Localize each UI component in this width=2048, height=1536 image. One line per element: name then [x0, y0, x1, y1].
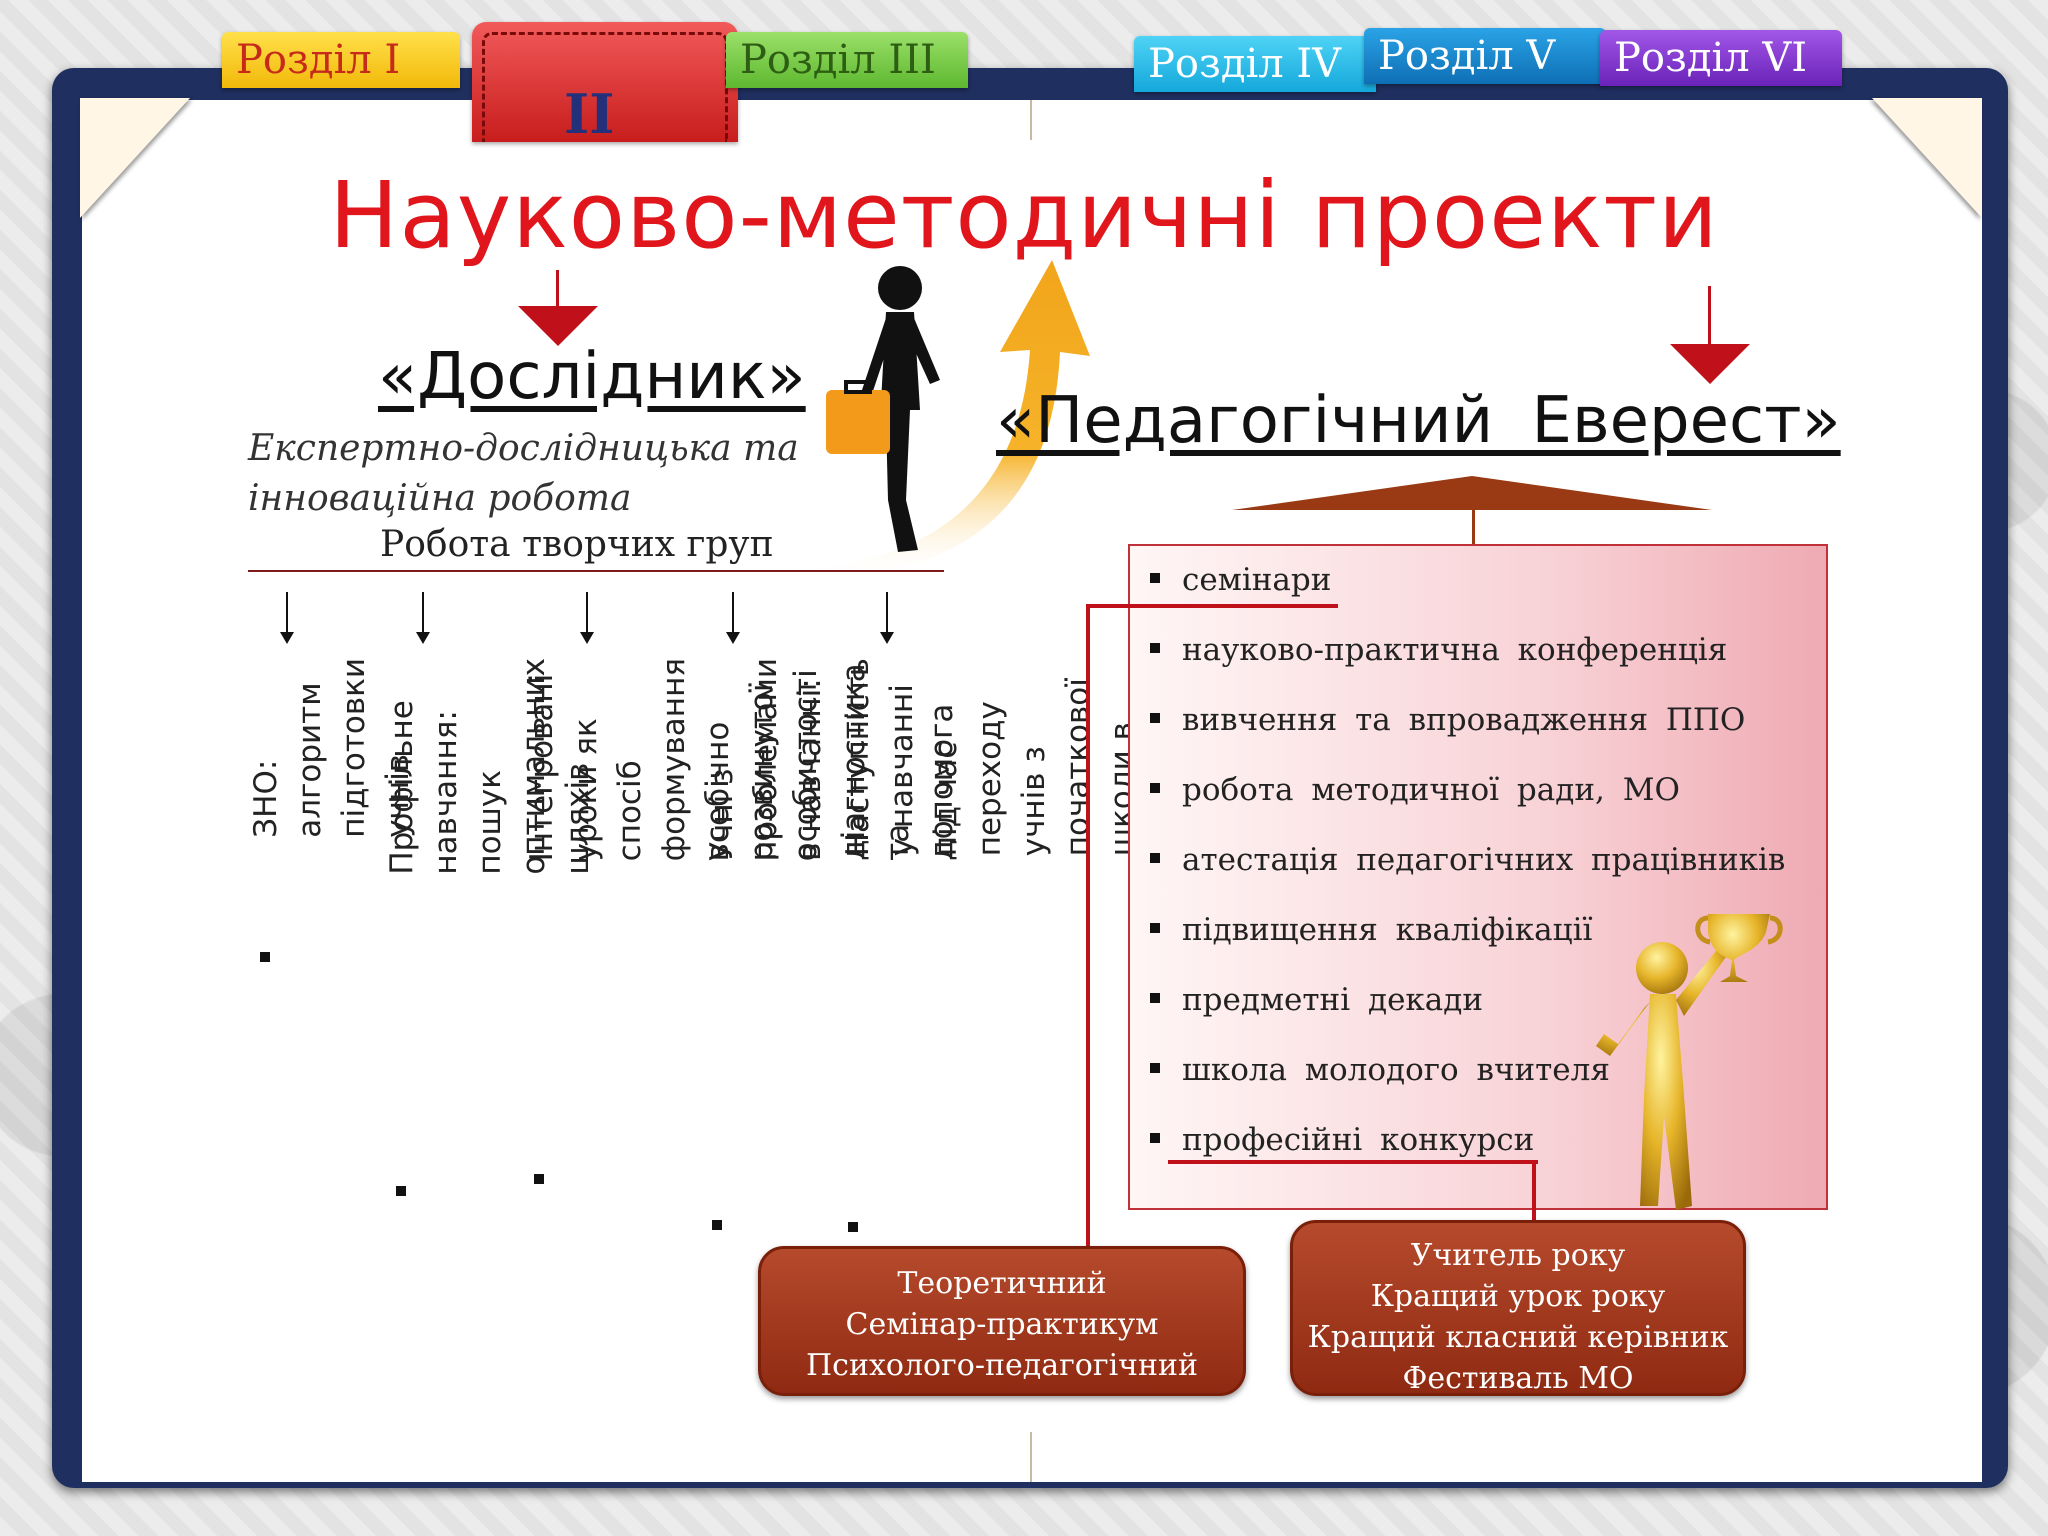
- down-arrow-icon: [422, 592, 424, 636]
- list-item: школа молодого вчителя: [1148, 1050, 1826, 1120]
- list-item: вивчення та впровадження ППО: [1148, 700, 1826, 770]
- expert-research-subtitle: Експертно-дослідницька та інноваційна ро…: [248, 424, 799, 524]
- tab-section-2-label: ІІ: [564, 82, 615, 146]
- bullet-icon: [260, 952, 270, 962]
- tab-section-3[interactable]: Розділ III: [726, 32, 968, 88]
- list-item: робота методичної ради, МО: [1148, 770, 1826, 840]
- down-arrow-head: [416, 632, 430, 644]
- down-arrow-head: [280, 632, 294, 644]
- down-arrow-icon: [732, 592, 734, 636]
- everest-heading: «Педагогічний Еверест»: [996, 384, 1841, 458]
- page-corner-right: [1872, 98, 1982, 218]
- page-corner-left: [80, 98, 190, 218]
- seminar-type: Семінар-практикум: [845, 1307, 1159, 1342]
- list-item: предметні декади: [1148, 980, 1826, 1050]
- contests-underline: [1168, 1160, 1538, 1164]
- seminar-types-box: Теоретичний Семінар-практикум Психолого-…: [758, 1246, 1246, 1396]
- subtitle-line-1: Експертно-дослідницька та: [248, 428, 799, 469]
- list-item: науково-практична конференція: [1148, 630, 1826, 700]
- down-arrow-head: [580, 632, 594, 644]
- paper-seam-bottom: [1030, 1432, 1032, 1482]
- divider-line: [248, 570, 944, 572]
- tab-section-2[interactable]: ІІ: [472, 22, 738, 142]
- down-arrow-icon: [586, 592, 588, 636]
- down-arrow-icon: [886, 592, 888, 636]
- golden-figure-trophy-icon: [1596, 914, 1783, 1210]
- seminars-underline: [1090, 604, 1338, 608]
- arrow-down-icon: [518, 306, 598, 346]
- arrow-right-stem: [1708, 286, 1711, 346]
- seminars-connector: [1086, 604, 1090, 1250]
- contest-type: Кращий класний керівник: [1307, 1320, 1729, 1355]
- activities-list: семінари науково-практична конференція в…: [1130, 546, 1826, 1190]
- list-item: атестація педагогічних працівників: [1148, 840, 1826, 910]
- bullet-icon: [848, 1222, 858, 1232]
- creative-groups-label: Робота творчих груп: [380, 524, 774, 565]
- arrow-down-icon: [1670, 344, 1750, 384]
- seminar-type: Теоретичний: [897, 1266, 1107, 1301]
- down-arrow-head: [880, 632, 894, 644]
- roof-stem: [1472, 508, 1475, 544]
- list-item: семінари: [1148, 560, 1826, 630]
- list-item: підвищення кваліфікації: [1148, 910, 1826, 980]
- tab-section-6[interactable]: Розділ VI: [1600, 30, 1842, 86]
- contest-types-box: Учитель року Кращий урок року Кращий кла…: [1290, 1220, 1746, 1396]
- contest-type: Кращий урок року: [1370, 1279, 1666, 1314]
- bullet-icon: [712, 1220, 722, 1230]
- bullet-icon: [396, 1186, 406, 1196]
- paper-seam-top: [1030, 100, 1032, 140]
- down-arrow-icon: [286, 592, 288, 636]
- activities-box: семінари науково-практична конференція в…: [1128, 544, 1828, 1210]
- down-arrow-head: [726, 632, 740, 644]
- bullet-icon: [534, 1174, 544, 1184]
- seminar-type: Психолого-педагогічний: [806, 1348, 1198, 1383]
- tab-section-1[interactable]: Розділ I: [222, 32, 460, 88]
- tab-section-5[interactable]: Розділ V: [1364, 28, 1606, 84]
- contests-connector: [1532, 1160, 1536, 1222]
- doslidnyk-heading: «Дослідник»: [378, 340, 806, 414]
- list-item: професійні конкурси: [1148, 1120, 1826, 1190]
- contest-type: Учитель року: [1410, 1238, 1626, 1273]
- subtitle-line-2: інноваційна робота: [248, 478, 632, 519]
- businessman-climbing-arrow-icon: [800, 260, 1090, 580]
- tab-section-4[interactable]: Розділ IV: [1134, 36, 1376, 92]
- arrow-left-stem: [556, 270, 559, 308]
- slide-title: Науково-методичні проекти: [329, 162, 1719, 269]
- roof-triangle-icon: [1232, 476, 1712, 510]
- contest-type: Фестиваль МО: [1402, 1361, 1634, 1396]
